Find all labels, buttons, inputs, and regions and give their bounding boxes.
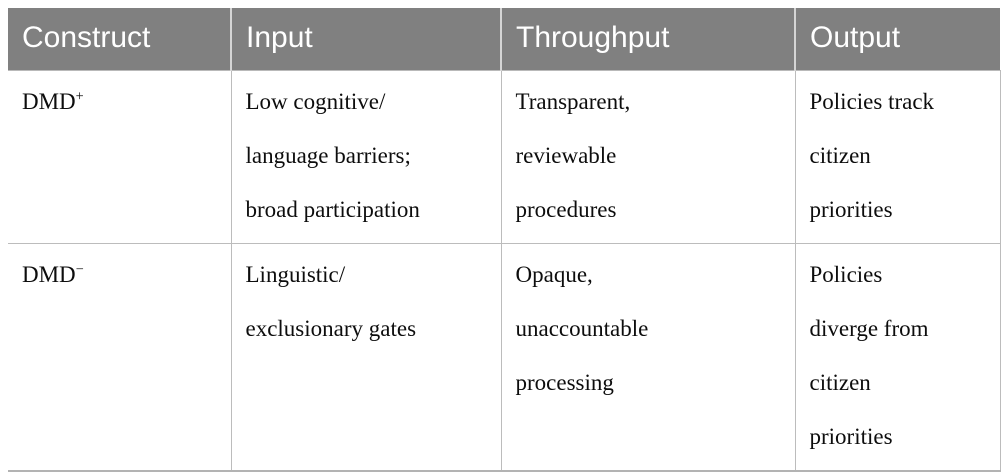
cell-construct: DMD− — [8, 243, 232, 472]
text-line: priorities — [809, 197, 893, 222]
text-line: language barriers; — [245, 143, 411, 168]
table-row: DMD− Linguistic/ exclusionary gates Opaq… — [8, 243, 1001, 472]
cell-input: Linguistic/ exclusionary gates — [231, 243, 502, 472]
cell-construct: DMD+ — [8, 70, 232, 244]
cell-throughput: Transparent, reviewable procedures — [501, 70, 796, 244]
dmd-comparison-table: Construct Input Throughput Output DMD+ L… — [8, 8, 1001, 472]
text-line: Transparent, — [515, 89, 631, 114]
text-line: broad participation — [245, 197, 420, 222]
text-line: unaccountable — [515, 316, 649, 341]
table-row: DMD+ Low cognitive/ language barriers; b… — [8, 70, 1001, 244]
text-line: processing — [515, 370, 614, 395]
text-line: procedures — [515, 197, 617, 222]
construct-label-base: DMD — [22, 89, 76, 114]
text-line: Low cognitive/ — [245, 89, 386, 114]
construct-label-superscript: − — [75, 261, 84, 278]
cell-output: Policies track citizen priorities — [795, 70, 1001, 244]
table-header: Construct Input Throughput Output — [8, 8, 1000, 71]
text-line: exclusionary gates — [245, 316, 417, 341]
cell-output: Policies diverge from citizen priorities — [795, 243, 1001, 472]
table-container: Construct Input Throughput Output DMD+ L… — [8, 8, 1001, 472]
construct-label-superscript: + — [75, 88, 84, 105]
column-header-throughput: Throughput — [501, 8, 796, 71]
text-line: diverge from — [809, 316, 929, 341]
cell-input: Low cognitive/ language barriers; broad … — [231, 70, 502, 244]
text-line: Policies track — [809, 89, 935, 114]
column-header-construct: Construct — [8, 8, 232, 71]
text-line: citizen — [809, 370, 871, 395]
text-line: reviewable — [515, 143, 617, 168]
text-line: priorities — [809, 424, 893, 449]
construct-label-base: DMD — [22, 262, 76, 287]
cell-throughput: Opaque, unaccountable processing — [501, 243, 796, 472]
text-line: Linguistic/ — [245, 262, 346, 287]
text-line: citizen — [809, 143, 871, 168]
column-header-input: Input — [231, 8, 502, 71]
text-line: Policies — [809, 262, 883, 287]
column-header-output: Output — [795, 8, 1000, 71]
table-body: DMD+ Low cognitive/ language barriers; b… — [8, 70, 1001, 472]
text-line: Opaque, — [515, 262, 593, 287]
header-row: Construct Input Throughput Output — [8, 8, 1000, 71]
